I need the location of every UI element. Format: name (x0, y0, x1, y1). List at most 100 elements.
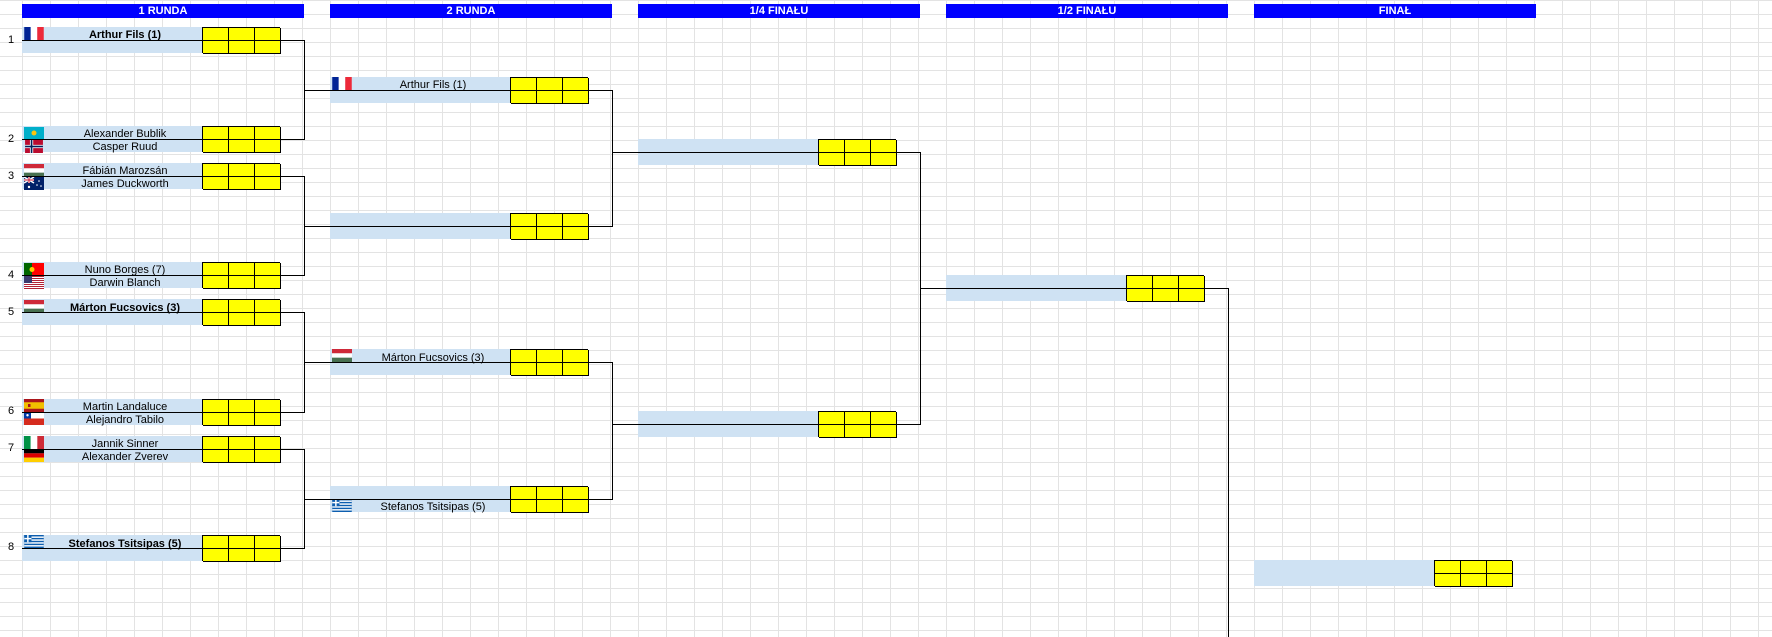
score-cell[interactable] (203, 300, 229, 313)
score-cell[interactable] (203, 536, 229, 549)
player-name[interactable]: Stefanos Tsitsipas (5) (68, 538, 182, 550)
score-cell[interactable] (1435, 561, 1461, 574)
score-cell[interactable] (845, 412, 871, 425)
score-cell[interactable] (563, 350, 589, 363)
score-cell[interactable] (203, 140, 229, 153)
score-cell[interactable] (511, 91, 537, 104)
score-cell[interactable] (563, 78, 589, 91)
player-name[interactable]: James Duckworth (81, 178, 169, 190)
header-round-1[interactable]: 1 RUNDA (22, 4, 304, 18)
score-cell[interactable] (845, 425, 871, 438)
player-name[interactable]: Alejandro Tabilo (85, 414, 165, 426)
score-cell[interactable] (255, 400, 281, 413)
score-cell[interactable] (819, 153, 845, 166)
score-cell[interactable] (537, 91, 563, 104)
score-cell[interactable] (537, 214, 563, 227)
score-cell[interactable] (255, 450, 281, 463)
score-cell[interactable] (229, 127, 255, 140)
score-cell[interactable] (203, 164, 229, 177)
score-cell[interactable] (255, 263, 281, 276)
score-grid[interactable] (202, 399, 281, 426)
player-name[interactable]: Fábián Marozsán (82, 165, 168, 177)
header-semifinal[interactable]: 1/2 FINAŁU (946, 4, 1228, 18)
score-cell[interactable] (229, 313, 255, 326)
player-name[interactable]: Arthur Fils (1) (399, 79, 467, 91)
score-grid[interactable] (202, 27, 281, 54)
score-cell[interactable] (1127, 276, 1153, 289)
score-cell[interactable] (203, 313, 229, 326)
score-grid[interactable] (202, 436, 281, 463)
score-cell[interactable] (511, 363, 537, 376)
score-cell[interactable] (203, 276, 229, 289)
score-cell[interactable] (537, 350, 563, 363)
score-cell[interactable] (871, 140, 897, 153)
score-cell[interactable] (229, 276, 255, 289)
score-cell[interactable] (537, 78, 563, 91)
score-grid[interactable] (202, 262, 281, 289)
score-cell[interactable] (1435, 574, 1461, 587)
player-name[interactable]: Martin Landaluce (82, 401, 168, 413)
score-cell[interactable] (871, 412, 897, 425)
score-cell[interactable] (537, 227, 563, 240)
score-grid[interactable] (202, 126, 281, 153)
score-cell[interactable] (255, 313, 281, 326)
score-cell[interactable] (563, 91, 589, 104)
score-cell[interactable] (563, 227, 589, 240)
score-cell[interactable] (203, 177, 229, 190)
score-cell[interactable] (1179, 289, 1205, 302)
score-cell[interactable] (255, 127, 281, 140)
score-cell[interactable] (1153, 289, 1179, 302)
player-name[interactable]: Stefanos Tsitsipas (5) (380, 501, 486, 513)
score-grid[interactable] (818, 139, 897, 166)
score-cell[interactable] (1179, 276, 1205, 289)
score-cell[interactable] (203, 41, 229, 54)
score-cell[interactable] (229, 413, 255, 426)
score-cell[interactable] (819, 412, 845, 425)
score-cell[interactable] (255, 549, 281, 562)
player-name[interactable]: Nuno Borges (7) (84, 264, 166, 276)
score-cell[interactable] (845, 140, 871, 153)
score-cell[interactable] (819, 140, 845, 153)
score-cell[interactable] (229, 450, 255, 463)
score-cell[interactable] (229, 400, 255, 413)
score-cell[interactable] (1487, 561, 1513, 574)
player-name[interactable]: Darwin Blanch (89, 277, 161, 289)
player-name[interactable]: Arthur Fils (1) (88, 29, 162, 41)
score-cell[interactable] (871, 153, 897, 166)
score-cell[interactable] (203, 437, 229, 450)
score-cell[interactable] (255, 276, 281, 289)
score-cell[interactable] (537, 487, 563, 500)
score-cell[interactable] (255, 536, 281, 549)
score-cell[interactable] (229, 437, 255, 450)
score-grid[interactable] (510, 486, 589, 513)
score-cell[interactable] (229, 300, 255, 313)
score-cell[interactable] (511, 214, 537, 227)
player-name[interactable]: Jannik Sinner (91, 438, 159, 450)
score-cell[interactable] (229, 263, 255, 276)
score-cell[interactable] (511, 350, 537, 363)
score-cell[interactable] (229, 140, 255, 153)
score-cell[interactable] (537, 363, 563, 376)
score-cell[interactable] (229, 177, 255, 190)
score-cell[interactable] (1461, 574, 1487, 587)
score-cell[interactable] (1153, 276, 1179, 289)
score-cell[interactable] (255, 413, 281, 426)
score-cell[interactable] (229, 28, 255, 41)
score-cell[interactable] (255, 164, 281, 177)
player-name[interactable]: Casper Ruud (92, 141, 158, 153)
score-cell[interactable] (203, 549, 229, 562)
score-cell[interactable] (1487, 574, 1513, 587)
header-round-2[interactable]: 2 RUNDA (330, 4, 612, 18)
player-name[interactable]: Márton Fucsovics (3) (69, 302, 181, 314)
header-final[interactable]: FINAŁ (1254, 4, 1536, 18)
score-grid[interactable] (202, 535, 281, 562)
score-grid[interactable] (510, 349, 589, 376)
score-cell[interactable] (819, 425, 845, 438)
score-cell[interactable] (1127, 289, 1153, 302)
score-cell[interactable] (255, 140, 281, 153)
score-cell[interactable] (563, 363, 589, 376)
header-quarterfinal[interactable]: 1/4 FINAŁU (638, 4, 920, 18)
score-cell[interactable] (563, 214, 589, 227)
score-grid[interactable] (1126, 275, 1205, 302)
score-cell[interactable] (537, 500, 563, 513)
